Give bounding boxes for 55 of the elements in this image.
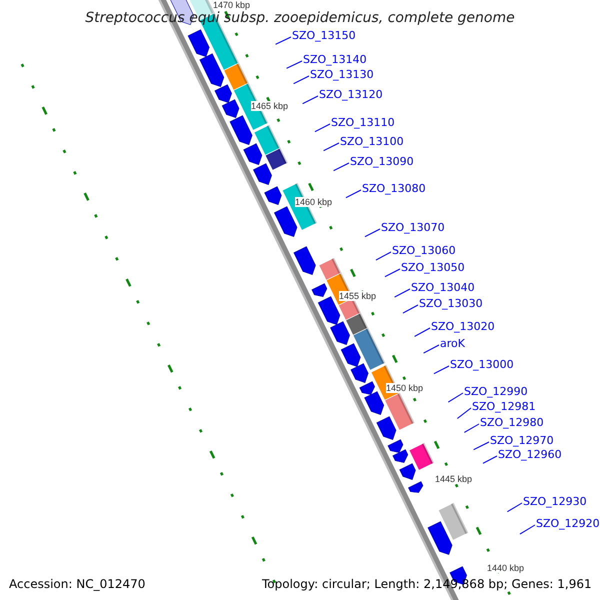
leader-line xyxy=(314,124,330,132)
scale-tick-label: 1445 kbp xyxy=(435,474,472,484)
genome-info-text: Topology: circular; Length: 2,149,868 bp; Genes: 1,961 xyxy=(262,577,592,592)
leader-line xyxy=(333,162,350,172)
gene-label: SZO_12981 xyxy=(472,400,536,414)
leader-line xyxy=(375,252,392,261)
gene-label: SZO_12920 xyxy=(536,517,600,531)
leader-line xyxy=(448,392,464,403)
gene-label: SZO_13070 xyxy=(381,221,445,235)
leader-line xyxy=(433,366,450,374)
scale-tick-label: 1440 kbp xyxy=(487,563,524,573)
leader-line xyxy=(456,408,472,419)
leader-line xyxy=(473,442,490,450)
leader-line xyxy=(482,456,498,464)
gene-label: SZO_12980 xyxy=(480,416,544,430)
leader-line xyxy=(519,524,536,535)
gene-label: SZO_13150 xyxy=(292,29,356,43)
leader-line xyxy=(423,344,440,354)
gene-label: SZO_13050 xyxy=(401,261,465,275)
gene-label: SZO_13140 xyxy=(303,53,367,67)
leader-line xyxy=(464,424,480,433)
gene-label: SZO_12930 xyxy=(523,495,587,509)
scale-tick-label: 1460 kbp xyxy=(295,197,332,207)
leader-line xyxy=(394,288,410,298)
leader-line xyxy=(293,76,310,84)
leader-line xyxy=(402,304,418,314)
gene-label: SZO_13020 xyxy=(431,320,495,334)
leader-line xyxy=(275,36,292,45)
gene-label: SZO_13100 xyxy=(340,135,404,149)
scale-tick-label: 1455 kbp xyxy=(339,291,376,301)
gene-label: SZO_13110 xyxy=(331,116,395,130)
leader-line xyxy=(345,190,362,198)
gene-label: SZO_13060 xyxy=(392,244,456,258)
gene-label: SZO_13120 xyxy=(319,88,383,102)
gene-label: SZO_12970 xyxy=(490,434,554,448)
leader-line xyxy=(506,502,522,512)
genome-info-text: Accession: NC_012470 xyxy=(9,577,146,592)
gene-label: SZO_13000 xyxy=(450,358,514,372)
gene-label: SZO_12960 xyxy=(498,448,562,462)
leader-line xyxy=(384,268,400,278)
gene-label: SZO_13090 xyxy=(350,155,414,169)
leader-line xyxy=(364,228,380,238)
leader-line xyxy=(302,96,318,104)
leader-line xyxy=(323,142,340,152)
scale-tick-label: 1450 kbp xyxy=(386,383,424,393)
leader-line xyxy=(286,60,302,69)
scale-tick-label: 1465 kbp xyxy=(251,101,288,111)
gene-label: SZO_13080 xyxy=(362,182,426,196)
gene-label: SZO_13130 xyxy=(310,68,374,82)
gene-label: SZO_12990 xyxy=(464,385,528,399)
leader-line xyxy=(414,328,430,337)
gene-label: aroK xyxy=(440,337,465,351)
gene-label: SZO_13030 xyxy=(419,297,483,311)
scale-tick-label: 1470 kbp xyxy=(213,0,250,10)
gene-label: SZO_13040 xyxy=(411,281,475,295)
